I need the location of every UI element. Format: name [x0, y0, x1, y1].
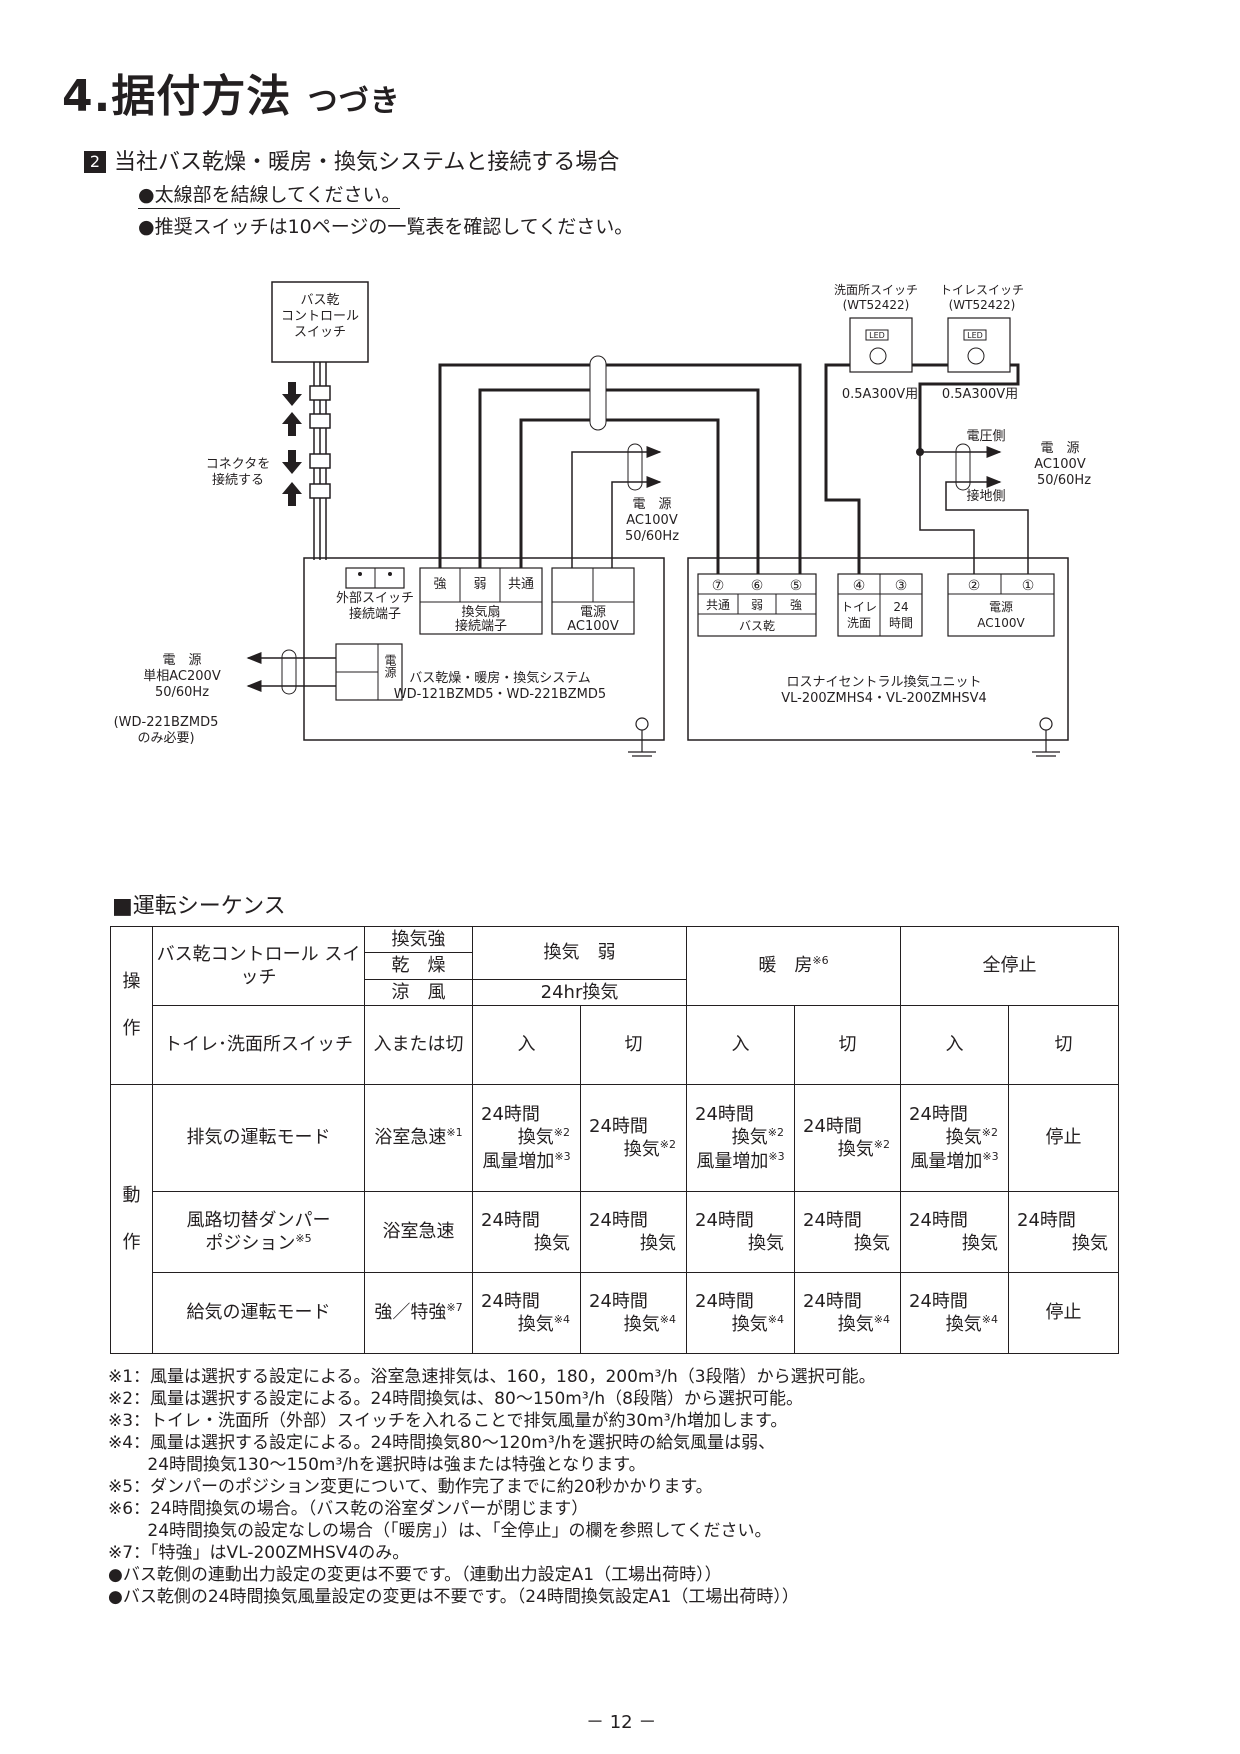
ctrl-switch-label-2: コントロール — [281, 309, 359, 324]
svg-text:強: 強 — [433, 577, 446, 592]
svg-text:電圧側: 電圧側 — [966, 429, 1005, 444]
act-label: 動作 — [110, 1083, 153, 1355]
svg-text:LED: LED — [869, 331, 885, 340]
ctrl-switch-label-3: スイッチ — [294, 325, 346, 340]
svg-text:のみ必要): のみ必要) — [137, 731, 194, 746]
svg-text:AC100V: AC100V — [1034, 457, 1086, 472]
op-label: 操作 — [110, 926, 153, 1085]
svg-text:⑥: ⑥ — [751, 578, 764, 594]
svg-text:時間: 時間 — [889, 616, 913, 630]
note-bold-wiring: ●太線部を結線してください。 — [138, 180, 401, 209]
damper-label: 風路切替ダンパーポジション※5 — [152, 1191, 365, 1273]
unit-model: VL-200ZMHS4・VL-200ZMHSV4 — [781, 691, 987, 706]
svg-text:接地側: 接地側 — [966, 488, 1005, 504]
toilet-switch-header: トイレ･洗面所スイッチ — [152, 1004, 365, 1085]
svg-text:電源: 電源 — [383, 654, 397, 679]
ext-switch-label-2: 接続端子 — [349, 606, 401, 622]
svg-text:トイレスイッチ: トイレスイッチ — [940, 283, 1024, 297]
bath-system-box — [303, 557, 665, 741]
footnote-4-cont: 24時間換気130～150m³/hを選択時は強または特強となります。 — [108, 1455, 646, 1475]
page-number: － 12 － — [586, 1712, 657, 1733]
svg-text:電 源: 電 源 — [162, 653, 201, 668]
svg-text:0.5A300V用: 0.5A300V用 — [942, 387, 1018, 402]
svg-text:共通: 共通 — [706, 598, 730, 612]
svg-text:AC100V: AC100V — [567, 619, 619, 634]
svg-text:弱: 弱 — [751, 598, 763, 612]
svg-text:電 源: 電 源 — [632, 497, 671, 512]
footnote-7: ※7：「特強」はVL-200ZMHSV4のみ。 — [108, 1543, 410, 1563]
connector-label-1: コネクタを — [206, 457, 270, 472]
connector-label-2: 接続する — [212, 472, 264, 488]
svg-text:電源: 電源 — [580, 605, 606, 620]
footnote-1: ※1：風量は選択する設定による。浴室急速排気は、160，180，200m³/h（… — [108, 1367, 876, 1387]
svg-text:(WT52422): (WT52422) — [949, 298, 1016, 312]
svg-text:0.5A300V用: 0.5A300V用 — [842, 387, 918, 402]
footnote-5: ※5：ダンパーのポジション変更について、動作完了までに約20秒かかります。 — [108, 1477, 713, 1497]
lossnay-unit-box — [687, 557, 1069, 741]
svg-text:洗面: 洗面 — [847, 616, 871, 630]
svg-text:LED: LED — [967, 331, 983, 340]
page-title: 4.据付方法 つづき — [62, 71, 401, 122]
note-link-output: ●バス乾側の連動出力設定の変更は不要です。（連動出力設定A1（工場出荷時）） — [108, 1565, 722, 1585]
footnote-4: ※4：風量は選択する設定による。24時間換気80～120m³/hを選択時の給気風… — [108, 1433, 776, 1453]
ctrl-switch-label-1: バス乾 — [300, 293, 339, 308]
ext-switch-label-1: 外部スイッチ — [336, 591, 414, 606]
svg-text:⑤: ⑤ — [790, 578, 803, 594]
operation-sequence-table: 操作 バス乾コントロール スイッチ 換気強 換気 弱 暖 房※6 全停止 乾 燥… — [110, 925, 1119, 1355]
svg-text:AC100V: AC100V — [977, 616, 1025, 630]
svg-text:電源: 電源 — [989, 600, 1013, 614]
svg-text:強: 強 — [790, 598, 802, 612]
toilet-switch — [947, 317, 1011, 373]
note-recommended-switch: ●推奨スイッチは10ページの一覧表を確認してください。 — [138, 216, 634, 238]
svg-text:50/60Hz: 50/60Hz — [625, 529, 679, 544]
exhaust-mode-label: 排気の運転モード — [152, 1083, 365, 1193]
svg-text:50/60Hz: 50/60Hz — [1037, 473, 1091, 488]
svg-text:換気扇: 換気扇 — [461, 604, 500, 620]
svg-text:(WT52422): (WT52422) — [843, 298, 910, 312]
svg-text:AC100V: AC100V — [626, 513, 678, 528]
footnote-3: ※3：トイレ・洗面所（外部）スイッチを入れることで排気風量が約30m³/h増加し… — [108, 1411, 788, 1431]
section-number: 2 — [84, 151, 106, 173]
washroom-switch — [849, 317, 913, 373]
svg-text:バス乾: バス乾 — [739, 619, 775, 633]
svg-text:①: ① — [1022, 578, 1035, 594]
connector-arrows — [282, 382, 302, 506]
wiring-diagram: バス乾 コントロール スイッチ コネクタを 接続する 外部スイッチ 接続端子 強… — [114, 281, 1091, 757]
svg-text:②: ② — [968, 578, 981, 594]
svg-text:電 源: 電 源 — [1040, 441, 1079, 456]
svg-text:③: ③ — [895, 578, 908, 594]
svg-text:トイレ: トイレ — [841, 600, 877, 614]
svg-text:接続端子: 接続端子 — [455, 618, 507, 634]
ctrl-switch-header: バス乾コントロール スイッチ — [152, 926, 365, 1006]
svg-text:⑦: ⑦ — [712, 578, 725, 594]
svg-text:24: 24 — [893, 600, 908, 614]
svg-text:単相AC200V: 単相AC200V — [143, 668, 221, 684]
footnote-6-cont: 24時間換気の設定なしの場合（「暖房」）は、「全停止」の欄を参照してください。 — [108, 1521, 772, 1541]
bath-system-name: バス乾燥・暖房・換気システム — [409, 670, 591, 686]
svg-text:共通: 共通 — [508, 577, 534, 592]
supply-mode-label: 給気の運転モード — [152, 1272, 365, 1354]
svg-text:洗面所スイッチ: 洗面所スイッチ — [834, 283, 918, 297]
svg-text:50/60Hz: 50/60Hz — [155, 685, 209, 700]
svg-text:弱: 弱 — [473, 577, 486, 592]
svg-text:(WD-221BZMD5: (WD-221BZMD5 — [114, 715, 219, 730]
footnote-6: ※6：24時間換気の場合。（バス乾の浴室ダンパーが閉じます） — [108, 1499, 589, 1519]
unit-name: ロスナイセントラル換気ユニット — [786, 674, 981, 690]
sequence-title: ■運転シーケンス — [112, 894, 286, 919]
bath-system-model: WD-121BZMD5・WD-221BZMD5 — [394, 687, 606, 702]
note-24h-setting: ●バス乾側の24時間換気風量設定の変更は不要です。（24時間換気設定A1（工場出… — [108, 1587, 799, 1607]
footnote-2: ※2：風量は選択する設定による。24時間換気は、80～150m³/h（8段階）か… — [108, 1389, 803, 1409]
svg-text:④: ④ — [853, 578, 866, 594]
